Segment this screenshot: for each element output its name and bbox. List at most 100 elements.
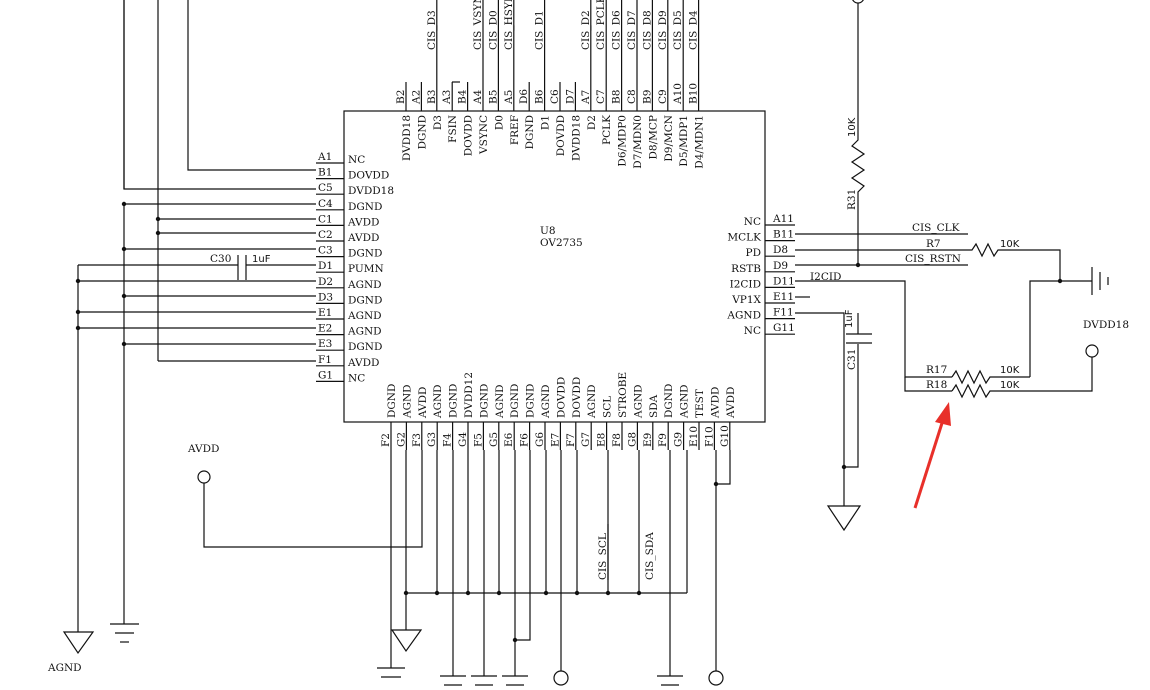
- net-cis-sda: CIS_SDA: [644, 532, 656, 580]
- pin-name-left: AVDD: [347, 216, 379, 228]
- r18-ref: R18: [926, 379, 947, 391]
- pin-number-top: B2: [395, 90, 407, 104]
- pin-number-right: D8: [773, 244, 788, 256]
- pin-number-bottom: F2: [380, 433, 392, 447]
- pin-name-top: D5/MDP1: [678, 115, 690, 167]
- right-junctions: [841, 262, 1063, 470]
- pin-name-top: D7/MDN0: [632, 115, 644, 169]
- pin-number-bottom: F6: [519, 433, 531, 447]
- pin-number-left: C3: [318, 245, 333, 257]
- pin-name-bottom: STROBE: [617, 372, 629, 418]
- pin-number-right: A11: [772, 213, 794, 225]
- pin-number-bottom: E8: [596, 433, 608, 447]
- pin-name-left: AGND: [347, 310, 382, 322]
- pin-number-bottom: G9: [673, 432, 685, 447]
- pin-number-top: A7: [580, 90, 592, 105]
- pin-name-top: D9/MCN: [663, 115, 675, 162]
- pin-name-top: FSIN: [447, 115, 459, 143]
- pin-name-top: DVDD18: [401, 115, 413, 161]
- chip-ref: U8: [540, 225, 556, 237]
- pin-number-top: A10: [672, 83, 684, 105]
- pin-number-bottom: G5: [488, 432, 500, 447]
- pin-name-bottom: DGND: [478, 384, 490, 418]
- dvdd18-port-group: DVDD18: [1083, 319, 1129, 358]
- dvdd18-port: [1085, 344, 1099, 358]
- pin-number-top: B5: [487, 90, 499, 104]
- dvdd18-label: DVDD18: [1083, 319, 1129, 331]
- pin-number-bottom: F7: [565, 433, 577, 447]
- pin-name-left: DGND: [348, 341, 382, 353]
- capacitor-c30: C30 1uF: [210, 253, 271, 280]
- pin-number-top: C7: [595, 89, 607, 104]
- pin-name-top: VSYNC: [478, 115, 490, 155]
- pin-number-right: G11: [773, 322, 795, 334]
- pin-number-top: D6: [518, 89, 530, 104]
- pin-number-bottom: E10: [688, 426, 700, 447]
- pin-number-right: B11: [773, 229, 794, 241]
- pin-name-bottom: SDA: [648, 394, 660, 418]
- resistor-r18: R18 10K: [926, 357, 1093, 399]
- top-pin-group: B2DVDD18A2DGNDB3D3CIS_D3A3FSINB4DOVDDA4V…: [395, 0, 706, 169]
- pin-name-left: AGND: [347, 279, 382, 291]
- r17-value: 10K: [1000, 365, 1020, 376]
- pin-number-top: C8: [626, 89, 638, 104]
- pin-name-top: DGND: [416, 115, 428, 149]
- pin-number-bottom: F9: [657, 433, 669, 447]
- pin-number-top: B6: [534, 89, 546, 104]
- net-label-top: CIS_D3: [426, 10, 438, 50]
- pin-name-left: AGND: [347, 326, 382, 338]
- pin-number-left: E3: [318, 338, 332, 350]
- pin-name-left: NC: [348, 372, 365, 384]
- pin-number-bottom: G3: [426, 432, 438, 447]
- pin-name-bottom: DGND: [386, 384, 398, 418]
- right-pin-group: A11NCB11MCLKD8PDD9RSTBD11I2CIDE11VP1XF11…: [726, 213, 795, 337]
- pin-number-left: E2: [318, 323, 332, 335]
- pin-number-left: C1: [318, 213, 333, 225]
- pin-number-top: B8: [611, 90, 623, 104]
- avdd-port: [197, 470, 211, 484]
- net-cis-rstn: CIS_RSTN: [905, 253, 961, 265]
- left-junctions: [75, 201, 161, 347]
- net-label-top: CIS_D0: [487, 10, 499, 50]
- net-label-top: CIS_VSYNC: [472, 0, 484, 50]
- pin-name-right: AGND: [726, 310, 761, 322]
- pin-name-right: NC: [744, 325, 761, 337]
- pin-name-top: DOVDD: [463, 115, 475, 156]
- pin-name-bottom: AGND: [632, 384, 644, 419]
- pin-name-right: RSTB: [731, 263, 761, 275]
- pin-name-left: DGND: [348, 294, 382, 306]
- avdd-bottom-port: [708, 670, 724, 686]
- pin-name-bottom: AGND: [401, 384, 413, 419]
- pin-number-right: E11: [773, 291, 794, 303]
- pin-name-top: D2: [586, 115, 598, 130]
- pin-name-top: DVDD18: [570, 115, 582, 161]
- pin-name-top: D1: [540, 115, 552, 130]
- pin-name-top: D0: [493, 115, 505, 130]
- chip-body: [343, 110, 766, 423]
- pin-name-top: DOVDD: [555, 115, 567, 156]
- pin-name-top: D6/MDP0: [617, 115, 629, 167]
- r31-pullup-port: [852, 0, 864, 4]
- pin-number-bottom: G10: [719, 425, 731, 447]
- right-ground-symbol: [1091, 267, 1109, 295]
- pin-number-top: C9: [657, 89, 669, 104]
- c31-agnd-symbol: [826, 505, 862, 532]
- annotation-arrow: [913, 402, 951, 509]
- net-label-top: CIS_D7: [626, 10, 638, 50]
- pin-number-bottom: G2: [395, 432, 407, 447]
- pin-number-left: D1: [318, 260, 333, 272]
- dovdd-port: [553, 670, 569, 686]
- pin-number-right: D11: [773, 275, 795, 287]
- bottom-wiring: [390, 450, 731, 676]
- bottom-ground-symbols: [377, 629, 724, 686]
- net-label-top: CIS_PCLK: [595, 0, 607, 50]
- pin-number-left: G1: [318, 369, 333, 381]
- pin-number-left: B1: [318, 167, 332, 179]
- pin-name-top: D4/MDN1: [694, 115, 706, 169]
- pin-number-bottom: G6: [534, 432, 546, 447]
- pin-name-bottom: AVDD: [417, 387, 429, 419]
- pin-number-right: D9: [773, 260, 788, 272]
- pin-number-left: E1: [318, 307, 332, 319]
- chip-part: OV2735: [540, 237, 583, 249]
